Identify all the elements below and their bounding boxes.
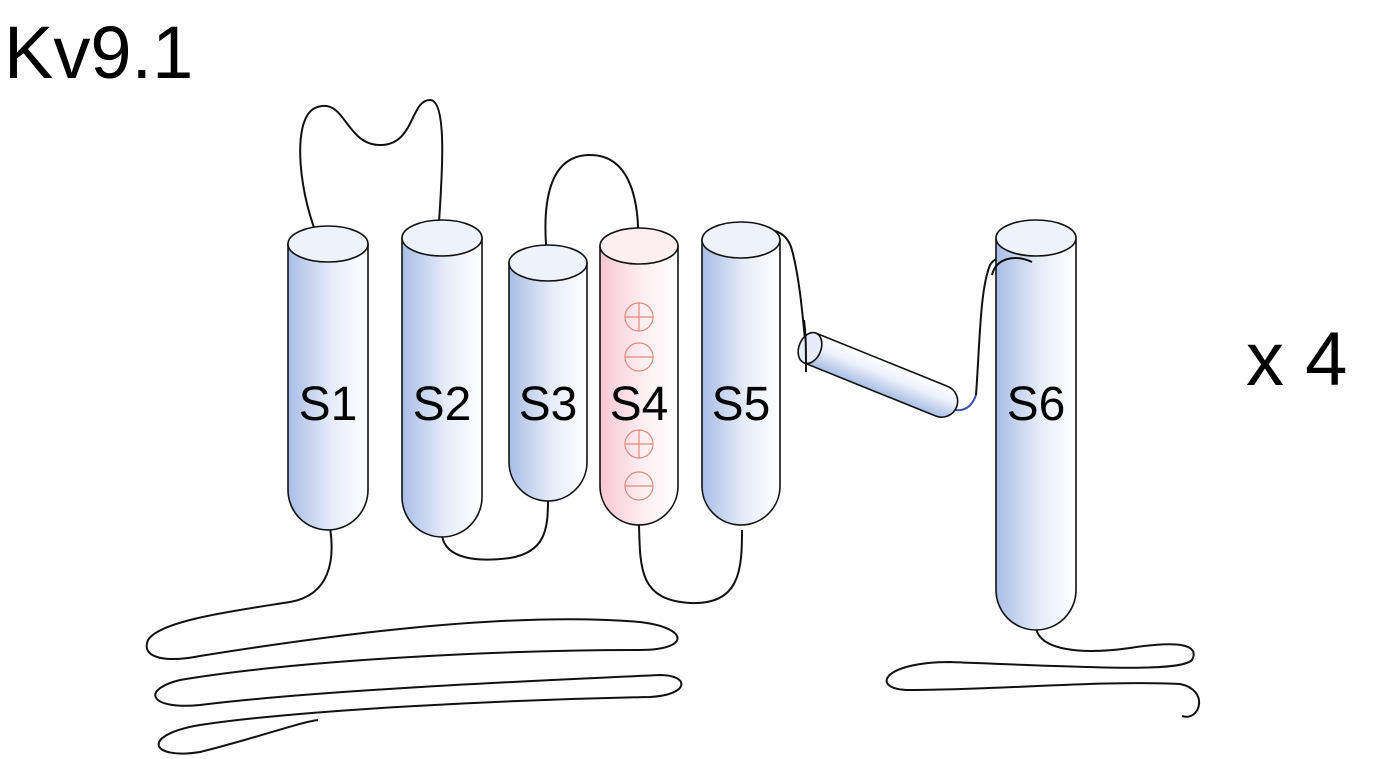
helix-label-s2: S2: [413, 378, 472, 431]
helix-label-s6: S6: [1007, 378, 1066, 431]
s4-s5-linker: [638, 523, 743, 605]
s2-s3-intracellular-loop: [441, 499, 549, 561]
helix-label-s1: S1: [299, 378, 358, 431]
helix-s4-voltage-sensor: S4: [599, 227, 679, 526]
s3-s4-extracellular-loop: [544, 153, 640, 266]
s1-s2-extracellular-loop: [299, 98, 444, 243]
helix-label-s5: S5: [712, 378, 771, 431]
helix-s1: S1: [287, 225, 369, 531]
negative-charge-icon: [624, 471, 654, 501]
pore-helix: [797, 331, 959, 418]
s6-top-loop: [991, 257, 1033, 276]
negative-charge-icon: [624, 342, 654, 372]
helix-s6: S6: [995, 219, 1077, 631]
n-terminus: [145, 527, 683, 755]
helix-s3: S3: [508, 244, 588, 502]
multiplier-label: x 4: [1246, 317, 1347, 402]
title: Kv9.1: [4, 11, 193, 94]
helix-s5: S5: [701, 221, 781, 526]
positive-charge-icon: [624, 429, 654, 459]
c-terminus: [885, 627, 1200, 718]
helix-label-s3: S3: [519, 378, 578, 431]
helix-s2: S2: [401, 219, 483, 538]
helix-label-s4: S4: [610, 378, 669, 431]
pore-loop-end: [803, 319, 807, 373]
positive-charge-icon: [624, 302, 654, 332]
